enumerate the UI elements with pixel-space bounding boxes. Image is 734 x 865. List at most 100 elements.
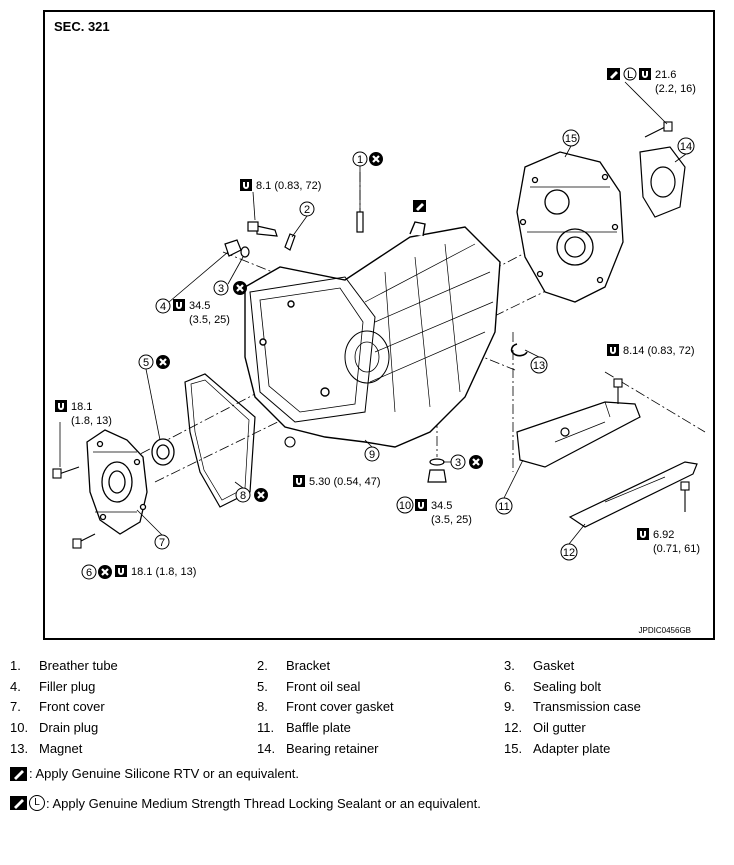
callout-4	[155, 298, 171, 314]
legend-item-label: Front oil seal	[286, 679, 361, 694]
callout-5-text: 5	[143, 357, 149, 369]
legend-item-number: 12.	[504, 720, 523, 735]
rtv-icon-case	[413, 200, 426, 212]
callout-2-text: 2	[304, 204, 310, 216]
legend-item-number: 14.	[257, 741, 276, 756]
torque-adapter-top: 21.6	[655, 69, 676, 81]
legend-item-label: Breather tube	[39, 658, 118, 673]
case-front-bolt	[284, 436, 296, 448]
legend-item-number: 13.	[10, 741, 29, 756]
callouts	[81, 129, 695, 580]
locking-sealant-icon: L	[29, 795, 45, 811]
legend-item-label: Baffle plate	[286, 720, 351, 735]
callout-10	[396, 496, 414, 514]
note-rtv-text: : Apply Genuine Silicone RTV or an equiv…	[29, 766, 300, 781]
gutter-bolt	[680, 481, 690, 512]
legend-item-label: Oil gutter	[533, 720, 586, 735]
torque-front-left: 18.1	[71, 401, 92, 413]
callout-8-text: 8	[240, 490, 246, 502]
legend-item-label: Filler plug	[39, 679, 96, 694]
callout-3a-text: 3	[218, 283, 224, 295]
adapter-bolt	[644, 121, 673, 138]
legend-item-label: Transmission case	[533, 699, 641, 714]
transmission-case	[244, 221, 501, 448]
callout-11-text: 11	[498, 501, 509, 513]
legend-item-label: Magnet	[39, 741, 83, 756]
torque-bracket: 8.1 (0.83, 72)	[256, 180, 321, 192]
callout-6-text: 6	[86, 567, 92, 579]
callout-7-text: 7	[159, 537, 165, 549]
legend-item-label: Adapter plate	[533, 741, 611, 756]
figure-code: JPDIC0456GB	[638, 626, 691, 635]
filler-plug	[224, 239, 250, 258]
note-locking-text: : Apply Genuine Medium Strength Thread L…	[46, 795, 481, 811]
legend-item-number: 2.	[257, 658, 268, 673]
rtv-icon-adapter	[607, 68, 620, 80]
callout-1-text: 1	[357, 154, 363, 166]
front-cover-bolts	[52, 466, 96, 549]
baffle-bolt	[613, 378, 623, 404]
legend-item-label: Bearing retainer	[286, 741, 379, 756]
legend-item-label: Sealing bolt	[533, 679, 601, 694]
legend-item-number: 5.	[257, 679, 268, 694]
torque-drain-b: (3.5, 25)	[431, 514, 472, 526]
torque-baffle: 8.14 (0.83, 72)	[623, 345, 695, 357]
leader-lines	[59, 81, 687, 545]
callout-14-text: 14	[680, 141, 692, 153]
rtv-sealant-icon	[10, 766, 27, 781]
bearing-retainer	[639, 146, 686, 218]
legend-item-number: 6.	[504, 679, 515, 694]
torque-gutter-b: (0.71, 61)	[653, 543, 700, 555]
torque-drain: 34.5	[431, 500, 452, 512]
legend-item-number: 8.	[257, 699, 268, 714]
torque-sealing-bolt: 18.1 (1.8, 13)	[131, 566, 196, 578]
legend-item-number: 1.	[10, 658, 21, 673]
callout-3b-text: 3	[455, 457, 461, 469]
exploded-view-svg: 1 2 3 4 5 6 7 8 9 10 3 11 12 13 14 15	[52, 67, 706, 580]
legend-item-number: 11.	[257, 720, 275, 735]
oil-gutter	[568, 461, 698, 528]
note-locking: L : Apply Genuine Medium Strength Thread…	[10, 795, 481, 811]
legend-item-number: 4.	[10, 679, 21, 694]
legend-item-number: 15.	[504, 741, 523, 756]
legend-item-number: 3.	[504, 658, 515, 673]
torque-front-left-b: (1.8, 13)	[71, 415, 112, 427]
diagram-frame: SEC. 321	[43, 10, 715, 640]
callout-13-text: 13	[533, 360, 545, 372]
torque-adapter-top-b: (2.2, 16)	[655, 83, 696, 95]
svg-text:L: L	[627, 69, 633, 81]
callout-6	[81, 564, 97, 580]
legend-item-number: 9.	[504, 699, 515, 714]
callout-15-text: 15	[565, 133, 577, 145]
bracket	[247, 221, 296, 251]
adapter-plate	[516, 151, 624, 303]
callout-9-text: 9	[369, 449, 375, 461]
breather-tube	[356, 211, 364, 233]
front-cover-gasket	[184, 373, 256, 508]
legend-item-number: 10.	[10, 720, 29, 735]
torque-front-seal: 5.30 (0.54, 47)	[309, 476, 381, 488]
callout-4-text: 4	[160, 301, 166, 313]
section-title: SEC. 321	[54, 19, 110, 34]
callout-numbers: 1 2 3 4 5 6 7 8 9 10 3 11 12 13 14 15	[86, 133, 692, 579]
callout-10-text: 10	[399, 500, 411, 512]
baffle-plate	[516, 401, 641, 468]
rtv-sealant-icon	[10, 796, 27, 810]
magnet	[510, 343, 528, 357]
legend-item-label: Front cover gasket	[286, 699, 394, 714]
legend-item-label: Bracket	[286, 658, 331, 673]
legend-item-label: Gasket	[533, 658, 575, 673]
legend-item-number: 7.	[10, 699, 21, 714]
torque-filler: 34.5	[189, 300, 210, 312]
note-rtv: : Apply Genuine Silicone RTV or an equiv…	[10, 766, 299, 781]
torque-labels: L 21.6 (2.2, 16) 8.1 (0.83, 72) 34.5 (3.…	[55, 67, 700, 578]
front-oil-seal	[151, 438, 175, 466]
legend-item-label: Drain plug	[39, 720, 99, 735]
torque-filler-b: (3.5, 25)	[189, 314, 230, 326]
legend-item-label: Front cover	[39, 699, 105, 714]
drain-plug	[427, 458, 447, 483]
callout-12-text: 12	[563, 547, 575, 559]
front-cover	[86, 429, 148, 535]
callout-3a	[213, 280, 229, 296]
torque-gutter: 6.92	[653, 529, 674, 541]
